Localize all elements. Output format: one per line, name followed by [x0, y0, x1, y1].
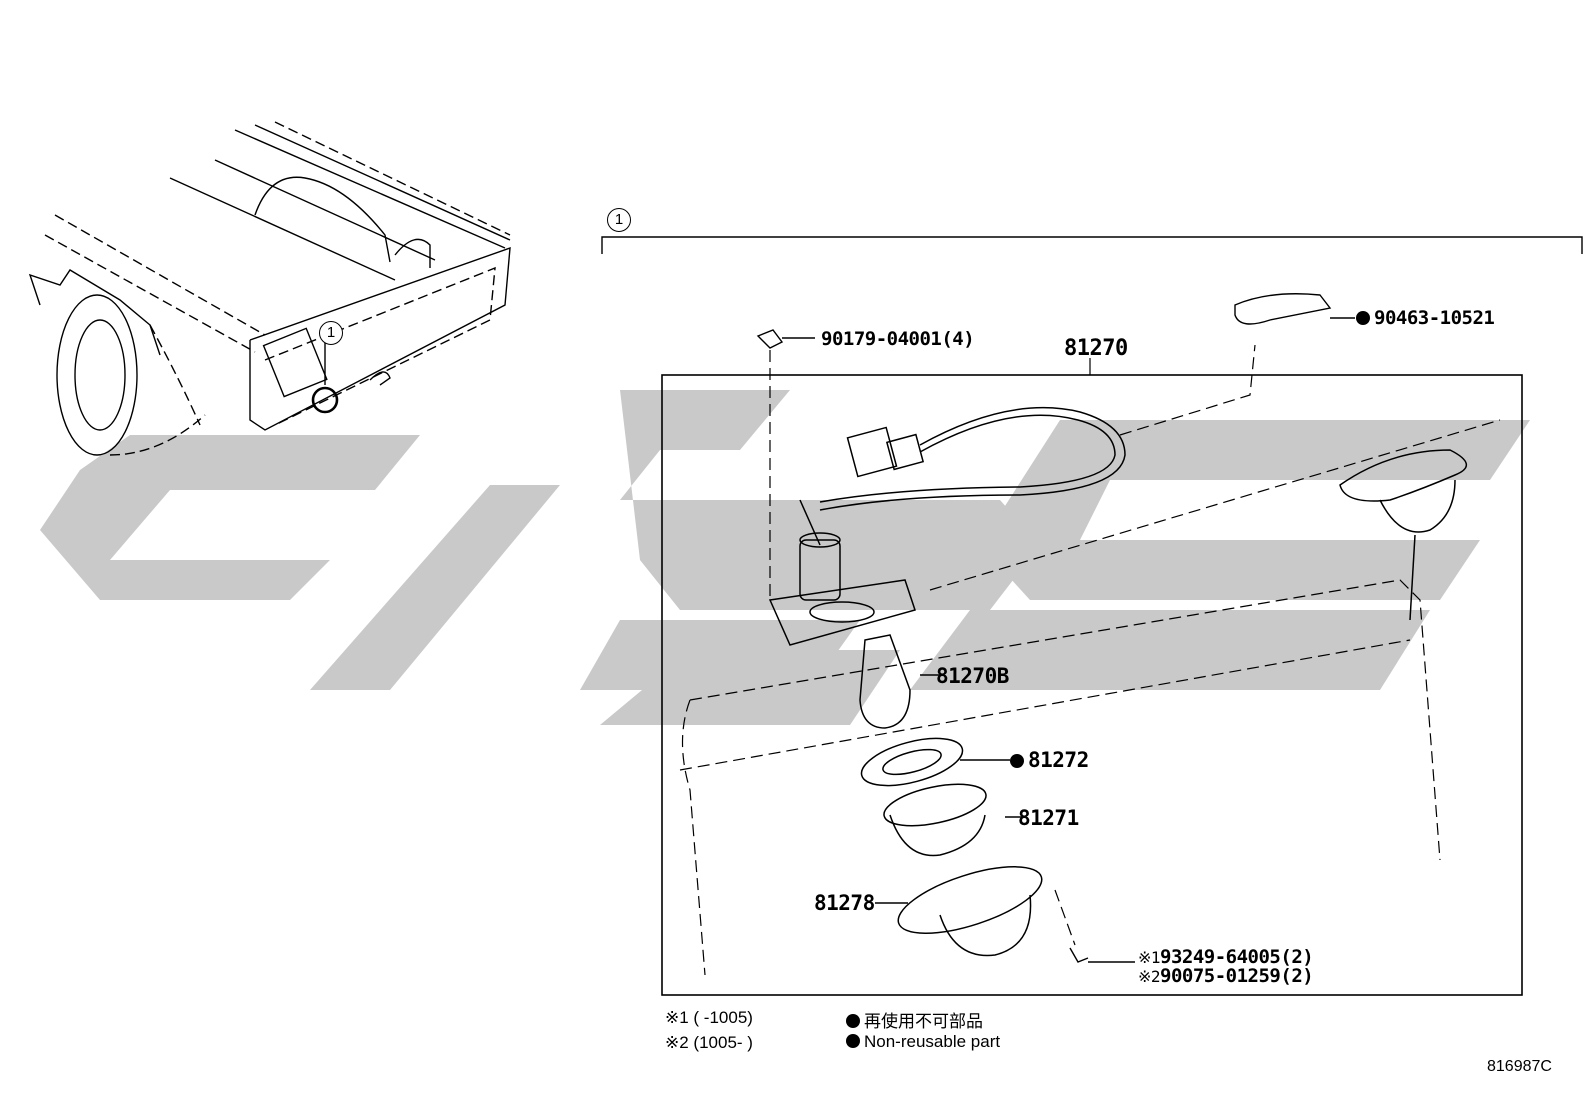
non-reusable-marker [846, 1014, 860, 1028]
diagram-id: 816987C [1487, 1058, 1552, 1075]
callout-marker-assembly: 1 [607, 208, 631, 232]
non-reusable-marker [1356, 311, 1370, 325]
truck-illustration [28, 121, 511, 456]
part-label-screw-1[interactable]: ※193249-64005(2) [1138, 946, 1314, 968]
non-reusable-marker [1010, 754, 1024, 768]
part-label-cover[interactable]: 81278 [814, 891, 875, 915]
part-label-bulb[interactable]: 81270B [936, 664, 1009, 688]
legend-non-reusable-jp: 再使用不可部品 [846, 1007, 983, 1032]
part-label-lens[interactable]: 81271 [1018, 806, 1079, 830]
fasteners [756, 293, 1355, 963]
part-number: 81272 [1028, 748, 1089, 772]
part-label-assembly[interactable]: 81270 [1064, 336, 1128, 361]
variant-ref: ※2 [1138, 967, 1161, 986]
assembly-bracket [601, 236, 1583, 254]
legend-note-2: ※2 (1005- ) [665, 1033, 753, 1052]
part-number: 90463-10521 [1374, 307, 1495, 329]
legend-note-1: ※1 ( -1005) [665, 1008, 753, 1027]
socket-and-harness [768, 407, 1126, 646]
variant-ref: ※1 [1138, 948, 1161, 967]
watermark-logo [40, 390, 1530, 725]
lamp-components [859, 449, 1467, 957]
part-label-clip[interactable]: 90463-10521 [1356, 307, 1495, 329]
legend-non-reusable-en: Non-reusable part [846, 1032, 1000, 1052]
non-reusable-marker [846, 1034, 860, 1048]
part-number: 93249-64005(2) [1160, 946, 1314, 968]
license-lamp-location-marker [311, 386, 339, 414]
part-number: 90075-01259(2) [1160, 965, 1314, 987]
legend-text: 再使用不可部品 [864, 1012, 983, 1031]
callout-marker-truck: 1 [319, 321, 343, 345]
assembly-frame [661, 358, 1523, 996]
part-label-socket-nut[interactable]: 90179-04001(4) [821, 328, 975, 350]
legend-text: Non-reusable part [864, 1032, 1001, 1051]
part-label-screw-2[interactable]: ※290075-01259(2) [1138, 965, 1314, 987]
body-panel-outline [679, 344, 1501, 976]
part-label-gasket[interactable]: 81272 [1010, 748, 1089, 772]
